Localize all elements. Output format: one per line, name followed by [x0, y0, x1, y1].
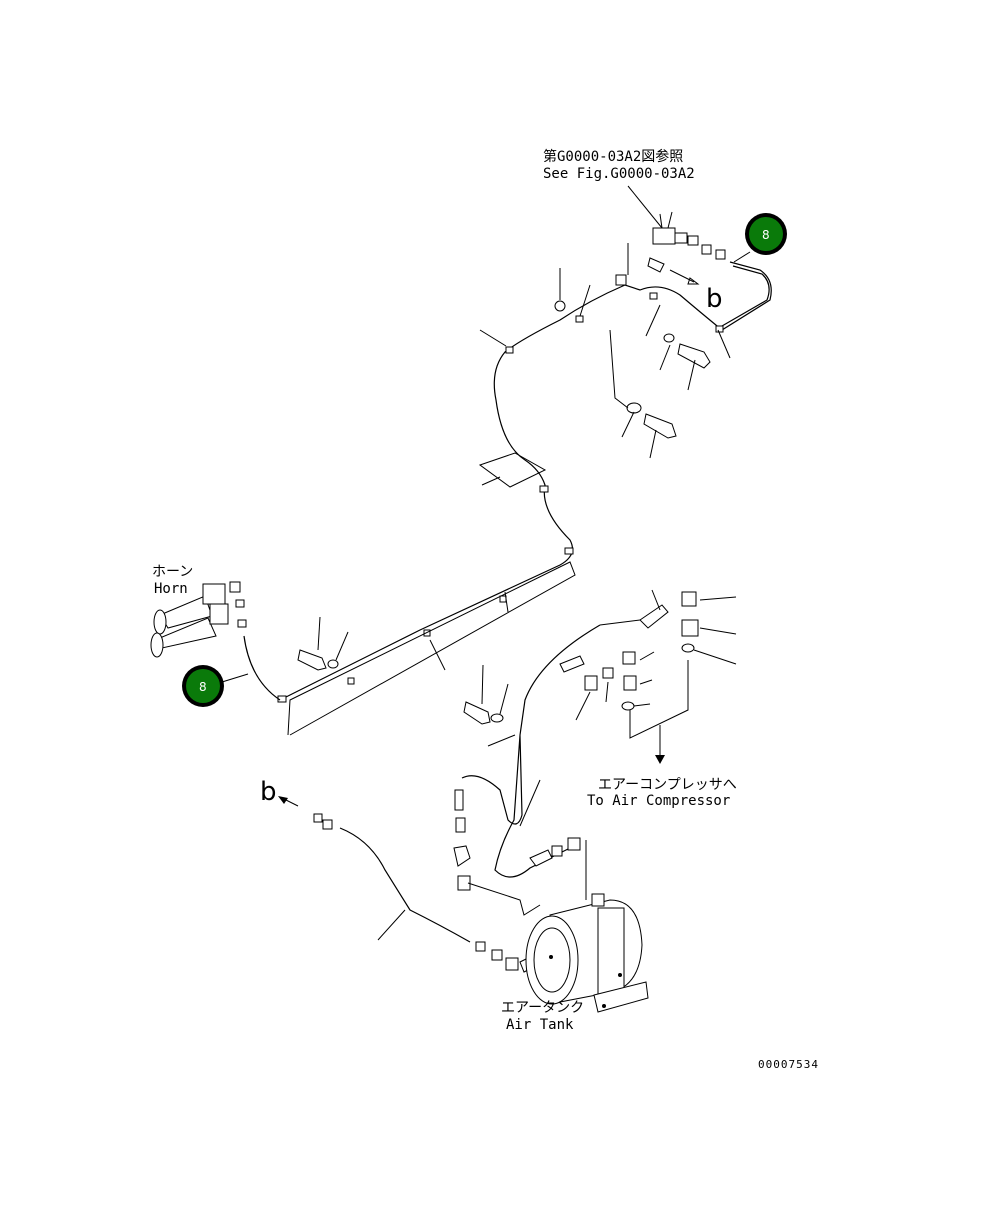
horn-label-jp: ホーン: [152, 564, 193, 580]
compressor-label-jp: エアーコンプレッサへ: [598, 777, 737, 793]
mid-fittings: [287, 561, 576, 736]
air-pipe-left: [339, 827, 471, 943]
compressor-label-en: To Air Compressor: [587, 793, 730, 809]
horn-label-en: Horn: [154, 581, 188, 597]
fig-reference-jp: 第G0000-03A2図参照: [543, 148, 683, 165]
horn: [150, 581, 247, 658]
air-pipe-upper: [279, 261, 772, 701]
fig-reference-en: See Fig.G0000-03A2: [543, 166, 695, 182]
upper-fittings: [277, 274, 724, 703]
connector-b-left: b: [260, 777, 277, 807]
drawing-number: 00007534: [758, 1058, 819, 1071]
callout-leader-left: [221, 673, 249, 683]
callout-badge-top: 8: [745, 213, 787, 255]
lower-fittings: [453, 664, 587, 916]
pressure-switch: [647, 211, 726, 285]
air-pipe-upper-2: [721, 265, 770, 327]
air-tank: [525, 893, 649, 1013]
upper-leaders: [479, 243, 731, 486]
air-pipe-lower: [461, 624, 601, 878]
fig-reference-leader: [627, 185, 663, 229]
left-fittings: [278, 796, 541, 973]
callout-leader-top: [733, 251, 751, 263]
tank-label-jp: エアータンク: [501, 1000, 584, 1016]
svg-text:8: 8: [762, 228, 770, 242]
horn-pipe: [243, 635, 281, 701]
compressor-fittings: [559, 589, 737, 764]
callout-badge-left: 8: [182, 665, 224, 707]
svg-text:8: 8: [199, 680, 207, 694]
connector-b-top: b: [706, 284, 723, 314]
tank-label-en: Air Tank: [506, 1017, 574, 1033]
